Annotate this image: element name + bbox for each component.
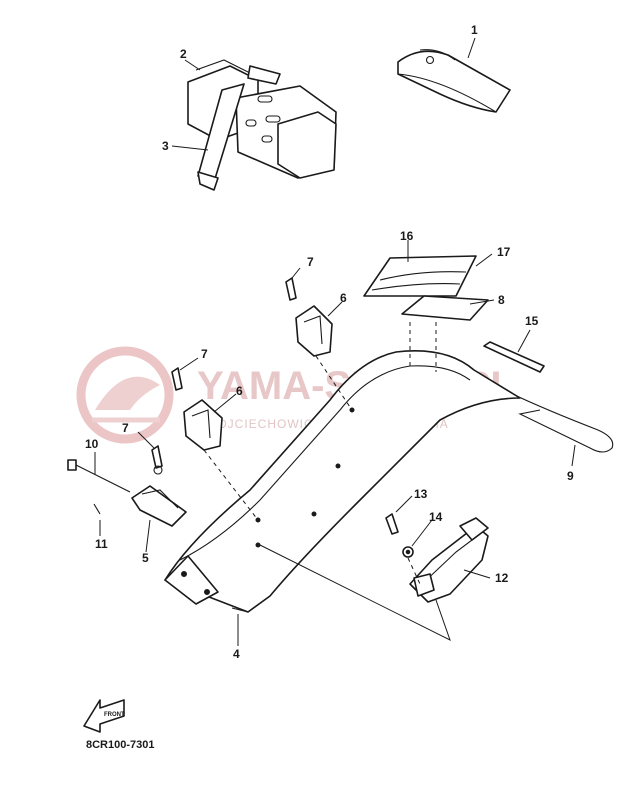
callout-17: 17 <box>497 245 511 259</box>
callout-13: 13 <box>414 487 428 501</box>
callout-6-upper: 6 <box>340 291 347 305</box>
leader-5 <box>145 519 151 553</box>
callout-6-middle: 6 <box>236 384 243 398</box>
part-16-17-decal <box>363 255 489 321</box>
leader-12 <box>463 569 491 579</box>
leader-4-reference <box>259 544 451 641</box>
part-14-washer <box>402 546 414 558</box>
leader-1 <box>467 37 476 59</box>
callout-5: 5 <box>142 551 149 565</box>
part-13-screw <box>385 513 399 535</box>
leader-7-middle <box>179 357 199 371</box>
callout-10: 10 <box>85 437 99 451</box>
callout-2: 2 <box>180 47 187 61</box>
part-7-screw-middle <box>171 367 183 391</box>
part-6-bracket-upper <box>295 305 333 357</box>
watermark-logo <box>76 346 174 444</box>
part-10-bolt <box>67 459 131 493</box>
callout-14: 14 <box>429 510 443 524</box>
dash-middle <box>203 449 259 521</box>
leader-8 <box>469 299 495 305</box>
callout-9: 9 <box>567 469 574 483</box>
callout-11: 11 <box>95 537 108 551</box>
dash-upper <box>315 355 353 411</box>
part-1-tool-bag <box>397 49 511 113</box>
callout-1: 1 <box>471 23 478 37</box>
leader-6-middle <box>213 393 237 413</box>
callout-12: 12 <box>495 571 509 585</box>
leader-14 <box>411 519 433 547</box>
callout-labels: 1 2 3 16 17 8 7 6 15 7 6 7 10 11 5 9 13 … <box>85 23 574 661</box>
part-11-pin <box>93 503 101 515</box>
leader-7-lower <box>137 431 155 449</box>
part-15-rod <box>483 341 545 373</box>
callout-7-middle: 7 <box>201 347 208 361</box>
part-5-hinge-bracket <box>131 485 187 527</box>
part-7-screw-lower <box>151 445 163 475</box>
part-3-rubber-band <box>197 65 281 191</box>
leader-6-upper <box>327 301 343 317</box>
leader-15 <box>517 329 531 353</box>
callout-15: 15 <box>525 314 539 328</box>
front-arrow-icon: FRONT <box>83 699 125 733</box>
leader-2 <box>184 59 201 71</box>
callout-7-lower: 7 <box>122 421 129 435</box>
leader-13 <box>395 495 413 513</box>
callout-8: 8 <box>498 293 505 307</box>
diagram-code: 8CR100-7301 <box>86 739 155 751</box>
front-arrow-label: FRONT <box>104 712 125 718</box>
callout-16: 16 <box>400 229 414 243</box>
leader-17 <box>475 253 493 267</box>
leader-3 <box>171 145 209 151</box>
part-7-screw-upper <box>285 277 297 301</box>
callout-3: 3 <box>162 139 169 153</box>
leader-9 <box>571 444 576 467</box>
callout-4: 4 <box>233 647 240 661</box>
part-12-seat-lock <box>409 517 489 603</box>
part-6-bracket-middle <box>183 399 223 451</box>
leader-7-upper <box>291 267 301 279</box>
part-4-cover-plate <box>164 350 521 613</box>
callout-7-upper: 7 <box>307 255 314 269</box>
